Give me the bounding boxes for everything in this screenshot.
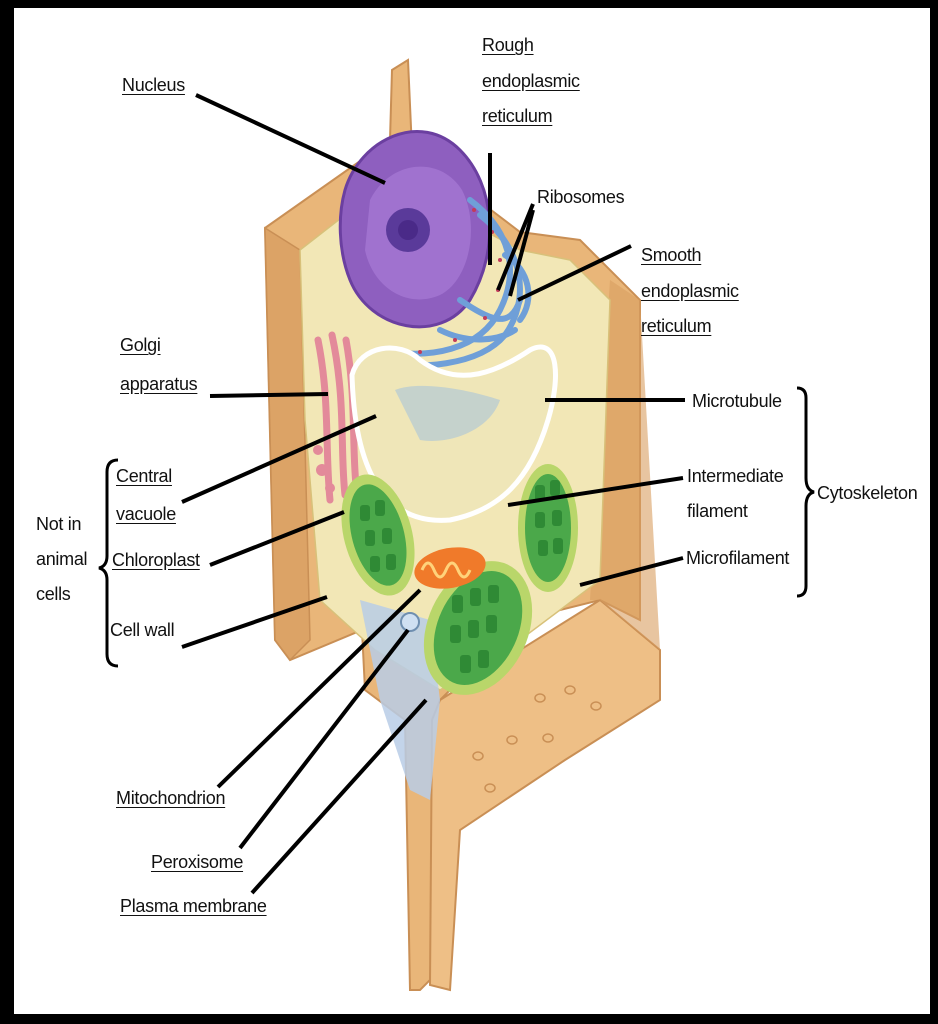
chloroplast-right <box>518 464 578 592</box>
label-microtubule: Microtubule <box>692 386 782 417</box>
label-plasma-membrane: Plasma membrane <box>120 891 267 922</box>
peroxisome-shape <box>401 613 419 631</box>
label-smooth-er-line1: Smooth <box>641 240 701 271</box>
label-microfilament: Microfilament <box>686 543 789 574</box>
label-smooth-er-line2: endoplasmic <box>641 276 739 307</box>
label-mitochondrion: Mitochondrion <box>116 783 225 814</box>
label-intermediate-filament-line1: Intermediate <box>687 461 783 492</box>
label-golgi-line2: apparatus <box>120 369 197 400</box>
label-nucleus: Nucleus <box>122 70 185 101</box>
label-ribosomes: Ribosomes <box>537 182 624 213</box>
label-rough-er-line1: Rough <box>482 30 534 61</box>
label-golgi-line1: Golgi <box>120 330 161 361</box>
label-not-in-animal-cells-line2: animal <box>36 544 87 575</box>
label-chloroplast: Chloroplast <box>112 545 200 576</box>
label-central-vacuole-line2: vacuole <box>116 499 176 530</box>
label-cytoskeleton: Cytoskeleton <box>817 478 917 509</box>
label-central-vacuole-line1: Central <box>116 461 172 492</box>
nucleus-shape <box>340 131 489 326</box>
label-smooth-er-line3: reticulum <box>641 311 711 342</box>
label-intermediate-filament-line2: filament <box>687 496 748 527</box>
label-cell-wall: Cell wall <box>110 615 174 646</box>
label-not-in-animal-cells-line3: cells <box>36 579 71 610</box>
label-rough-er-line3: reticulum <box>482 101 552 132</box>
cytoskeleton-brace <box>797 388 814 596</box>
label-not-in-animal-cells-line1: Not in <box>36 509 81 540</box>
label-peroxisome: Peroxisome <box>151 847 243 878</box>
label-rough-er-line2: endoplasmic <box>482 66 580 97</box>
